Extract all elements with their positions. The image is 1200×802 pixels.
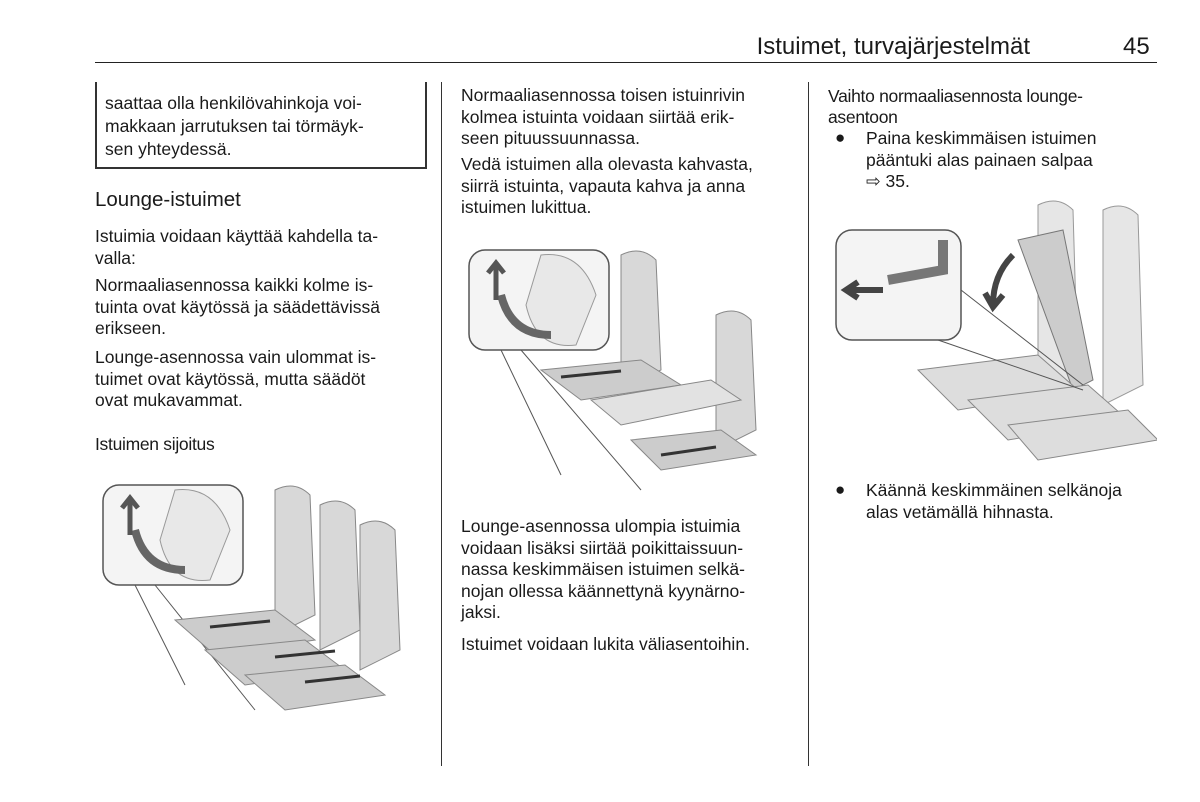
text-line: Lounge-asennossa ulompia istuimia <box>461 516 741 536</box>
text-line: Lounge-asennossa vain ulommat is- <box>95 347 377 367</box>
column-divider <box>808 82 809 766</box>
text-line: Normaaliasennossa toisen istuinrivin <box>461 85 746 105</box>
text-line: asentoon <box>828 107 898 127</box>
subsection-heading: Vaihto normaaliasennosta lounge- asentoo… <box>828 86 1083 128</box>
paragraph: Normaaliasennossa kaikki kolme is- tuint… <box>95 275 380 340</box>
bullet-icon: ● <box>835 480 846 499</box>
text-line: tuimet ovat käytössä, mutta säädöt <box>95 368 366 389</box>
text-line: alas vetämällä hihnasta. <box>866 501 1054 522</box>
column-divider <box>441 82 442 766</box>
text-line: Vaihto normaaliasennosta lounge- <box>828 86 1083 106</box>
subsection-heading: Istuimen sijoitus <box>95 434 215 454</box>
text-line: erikseen. <box>95 318 167 338</box>
text-line: Normaaliasennossa kaikki kolme is- <box>95 275 374 295</box>
text-line: istuimen lukittua. <box>461 197 592 217</box>
bullet-icon: ● <box>835 128 846 147</box>
text-line: jaksi. <box>461 602 501 622</box>
paragraph: Vedä istuimen alla olevasta kahvasta, si… <box>461 154 753 219</box>
warning-note-box <box>95 82 427 169</box>
running-header-title: Istuimet, turvajärjestelmät <box>756 33 1030 60</box>
text-line: nassa keskimmäisen istuimen selkä- <box>461 559 745 579</box>
text-line: Vedä istuimen alla olevasta kahvasta, <box>461 154 753 174</box>
text-line: tuinta ovat käytössä ja säädettävissä <box>95 296 381 317</box>
paragraph: Lounge-asennossa vain ulommat is- tuimet… <box>95 347 376 412</box>
paragraph: Lounge-asennossa ulompia istuimia voidaa… <box>461 516 745 624</box>
backrest-fold-illustration <box>828 200 1157 465</box>
bullet-item: ● Käännä keskimmäinen selkänoja alas vet… <box>835 480 1155 523</box>
text-line: siirrä istuinta, vapauta kahva ja anna <box>461 175 746 196</box>
text-line: kolmea istuinta voidaan siirtää erik- <box>461 106 735 127</box>
text-line: Istuimet voidaan lukita väliasentoihin. <box>461 634 750 654</box>
text-line: makkaan jarrutuksen tai törmäyk- <box>105 116 364 136</box>
text-line: nojan ollessa käännettynä kyynärno- <box>461 580 746 601</box>
text-line: Käännä keskimmäinen selkänoja <box>866 480 1122 500</box>
text-line: valla: <box>95 247 136 268</box>
lounge-seats-illustration <box>461 235 790 497</box>
warning-note-text: saattaa olla henkilövahinkoja voi- makka… <box>105 92 364 161</box>
text-line: Paina keskimmäisen istuimen <box>866 128 1097 148</box>
text-line: saattaa olla henkilövahinkoja voi- <box>105 93 362 113</box>
seat-sliding-illustration <box>95 470 425 733</box>
header-rule <box>95 62 1157 63</box>
text-line: pääntuki alas painaen salpaa <box>866 149 1093 170</box>
paragraph: Normaaliasennossa toisen istuinrivin kol… <box>461 85 745 150</box>
text-line: sen yhteydessä. <box>105 139 232 159</box>
page-reference-link[interactable]: ⇨ 35. <box>866 171 910 191</box>
section-heading: Lounge-istuimet <box>95 188 241 211</box>
text-line: ovat mukavammat. <box>95 390 243 410</box>
bullet-item: ● Paina keskimmäisen istuimen pääntuki a… <box>835 128 1155 193</box>
text-line: voidaan lisäksi siirtää poikittaissuun- <box>461 537 744 558</box>
text-line: Istuimia voidaan käyttää kahdella ta- <box>95 226 379 246</box>
paragraph: Istuimia voidaan käyttää kahdella ta- va… <box>95 226 378 269</box>
text-line: seen pituussuunnassa. <box>461 128 641 148</box>
page-number: 45 <box>1123 33 1150 60</box>
paragraph: Istuimet voidaan lukita väliasentoihin. <box>461 634 750 656</box>
